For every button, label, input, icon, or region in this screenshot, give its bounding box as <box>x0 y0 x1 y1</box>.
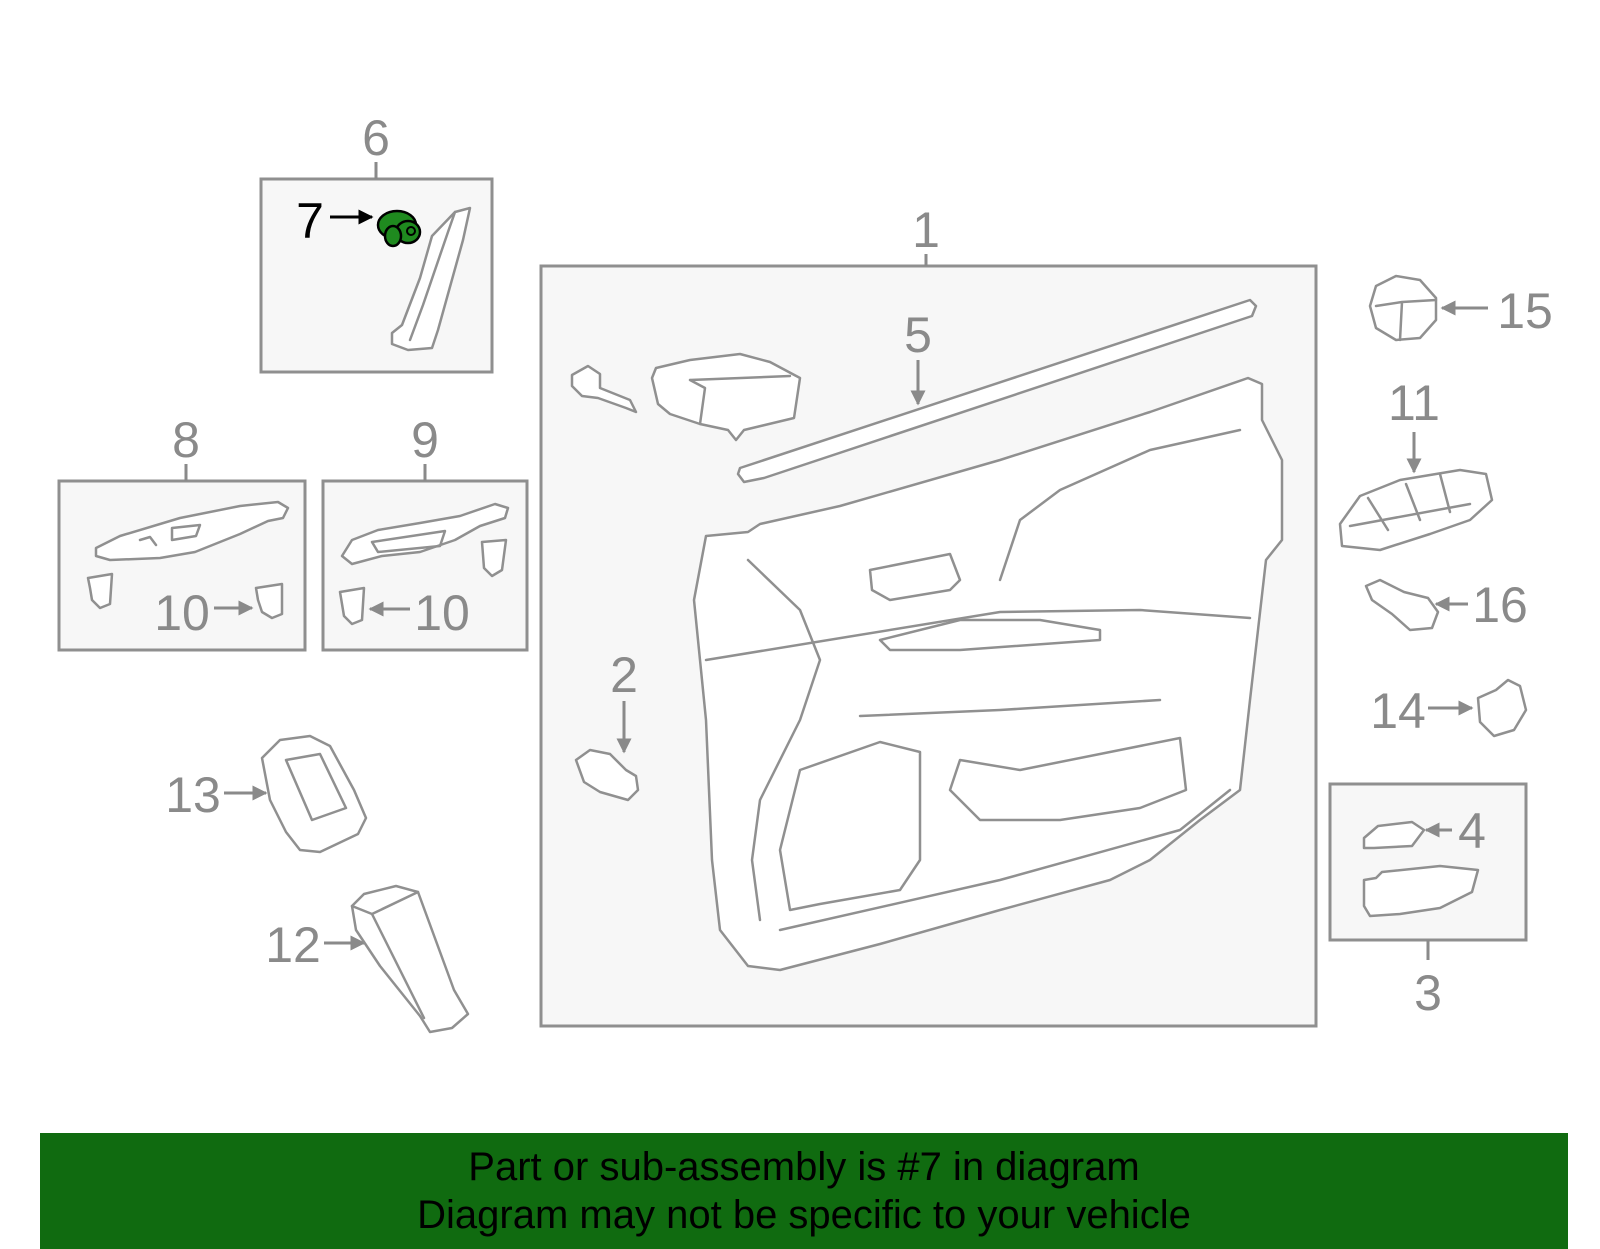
banner-line-2: Diagram may not be specific to your vehi… <box>417 1193 1191 1237</box>
part-lamp-4[interactable] <box>1362 820 1426 850</box>
part-door-trim-panel[interactable] <box>692 376 1284 972</box>
callout-10b[interactable]: 10 <box>414 585 470 641</box>
group-9-switch-base: 9 10 <box>321 412 529 652</box>
callout-8[interactable]: 8 <box>172 412 200 468</box>
callout-16[interactable]: 16 <box>1472 577 1528 633</box>
part-lamp-housing-3[interactable] <box>1362 864 1480 918</box>
part-clip-7-highlighted[interactable] <box>376 209 422 248</box>
callout-12[interactable]: 12 <box>265 917 321 973</box>
callout-1[interactable]: 1 <box>912 202 940 258</box>
part-clip-2[interactable] <box>574 748 640 802</box>
part-pocket-12[interactable] <box>350 884 470 1034</box>
part-screw[interactable] <box>570 364 638 414</box>
callout-9[interactable]: 9 <box>411 412 439 468</box>
part-bezel-13[interactable] <box>260 734 368 854</box>
callout-10a[interactable]: 10 <box>154 585 210 641</box>
callout-5[interactable]: 5 <box>904 307 932 363</box>
part-clip-10c[interactable] <box>480 538 508 578</box>
parts-diagram: 6 7 8 10 9 10 <box>57 110 1553 1034</box>
callout-4[interactable]: 4 <box>1458 803 1486 859</box>
group-1-door-trim: 1 5 2 <box>539 202 1318 1028</box>
callout-2[interactable]: 2 <box>610 647 638 703</box>
part-clip-10a[interactable] <box>86 572 114 610</box>
group-6-garnish: 6 7 <box>259 110 494 374</box>
part-clip-10b[interactable] <box>254 582 284 620</box>
callout-13[interactable]: 13 <box>165 767 221 823</box>
part-sensor-14[interactable] <box>1476 678 1528 738</box>
callout-15[interactable]: 15 <box>1497 283 1553 339</box>
callout-7[interactable]: 7 <box>296 193 324 249</box>
part-bracket[interactable] <box>650 352 802 442</box>
callout-3[interactable]: 3 <box>1414 965 1442 1021</box>
left-lower-parts: 13 12 <box>165 734 470 1034</box>
group-8-switch-base: 8 10 <box>57 412 307 652</box>
right-parts: 15 11 16 14 3 4 <box>1328 274 1553 1021</box>
part-bulb-16[interactable] <box>1364 578 1440 632</box>
info-banner: Part or sub-assembly is #7 in diagram Di… <box>40 1133 1568 1249</box>
callout-14[interactable]: 14 <box>1370 683 1426 739</box>
banner-line-1: Part or sub-assembly is #7 in diagram <box>468 1145 1140 1189</box>
callout-6[interactable]: 6 <box>362 110 390 166</box>
part-weatherstrip[interactable] <box>736 298 1258 484</box>
part-switch-15[interactable] <box>1368 274 1438 342</box>
callout-11[interactable]: 11 <box>1388 375 1440 431</box>
box-3 <box>1328 782 1528 942</box>
part-clip-10d[interactable] <box>338 586 366 626</box>
part-switch-base-8[interactable] <box>94 500 290 562</box>
